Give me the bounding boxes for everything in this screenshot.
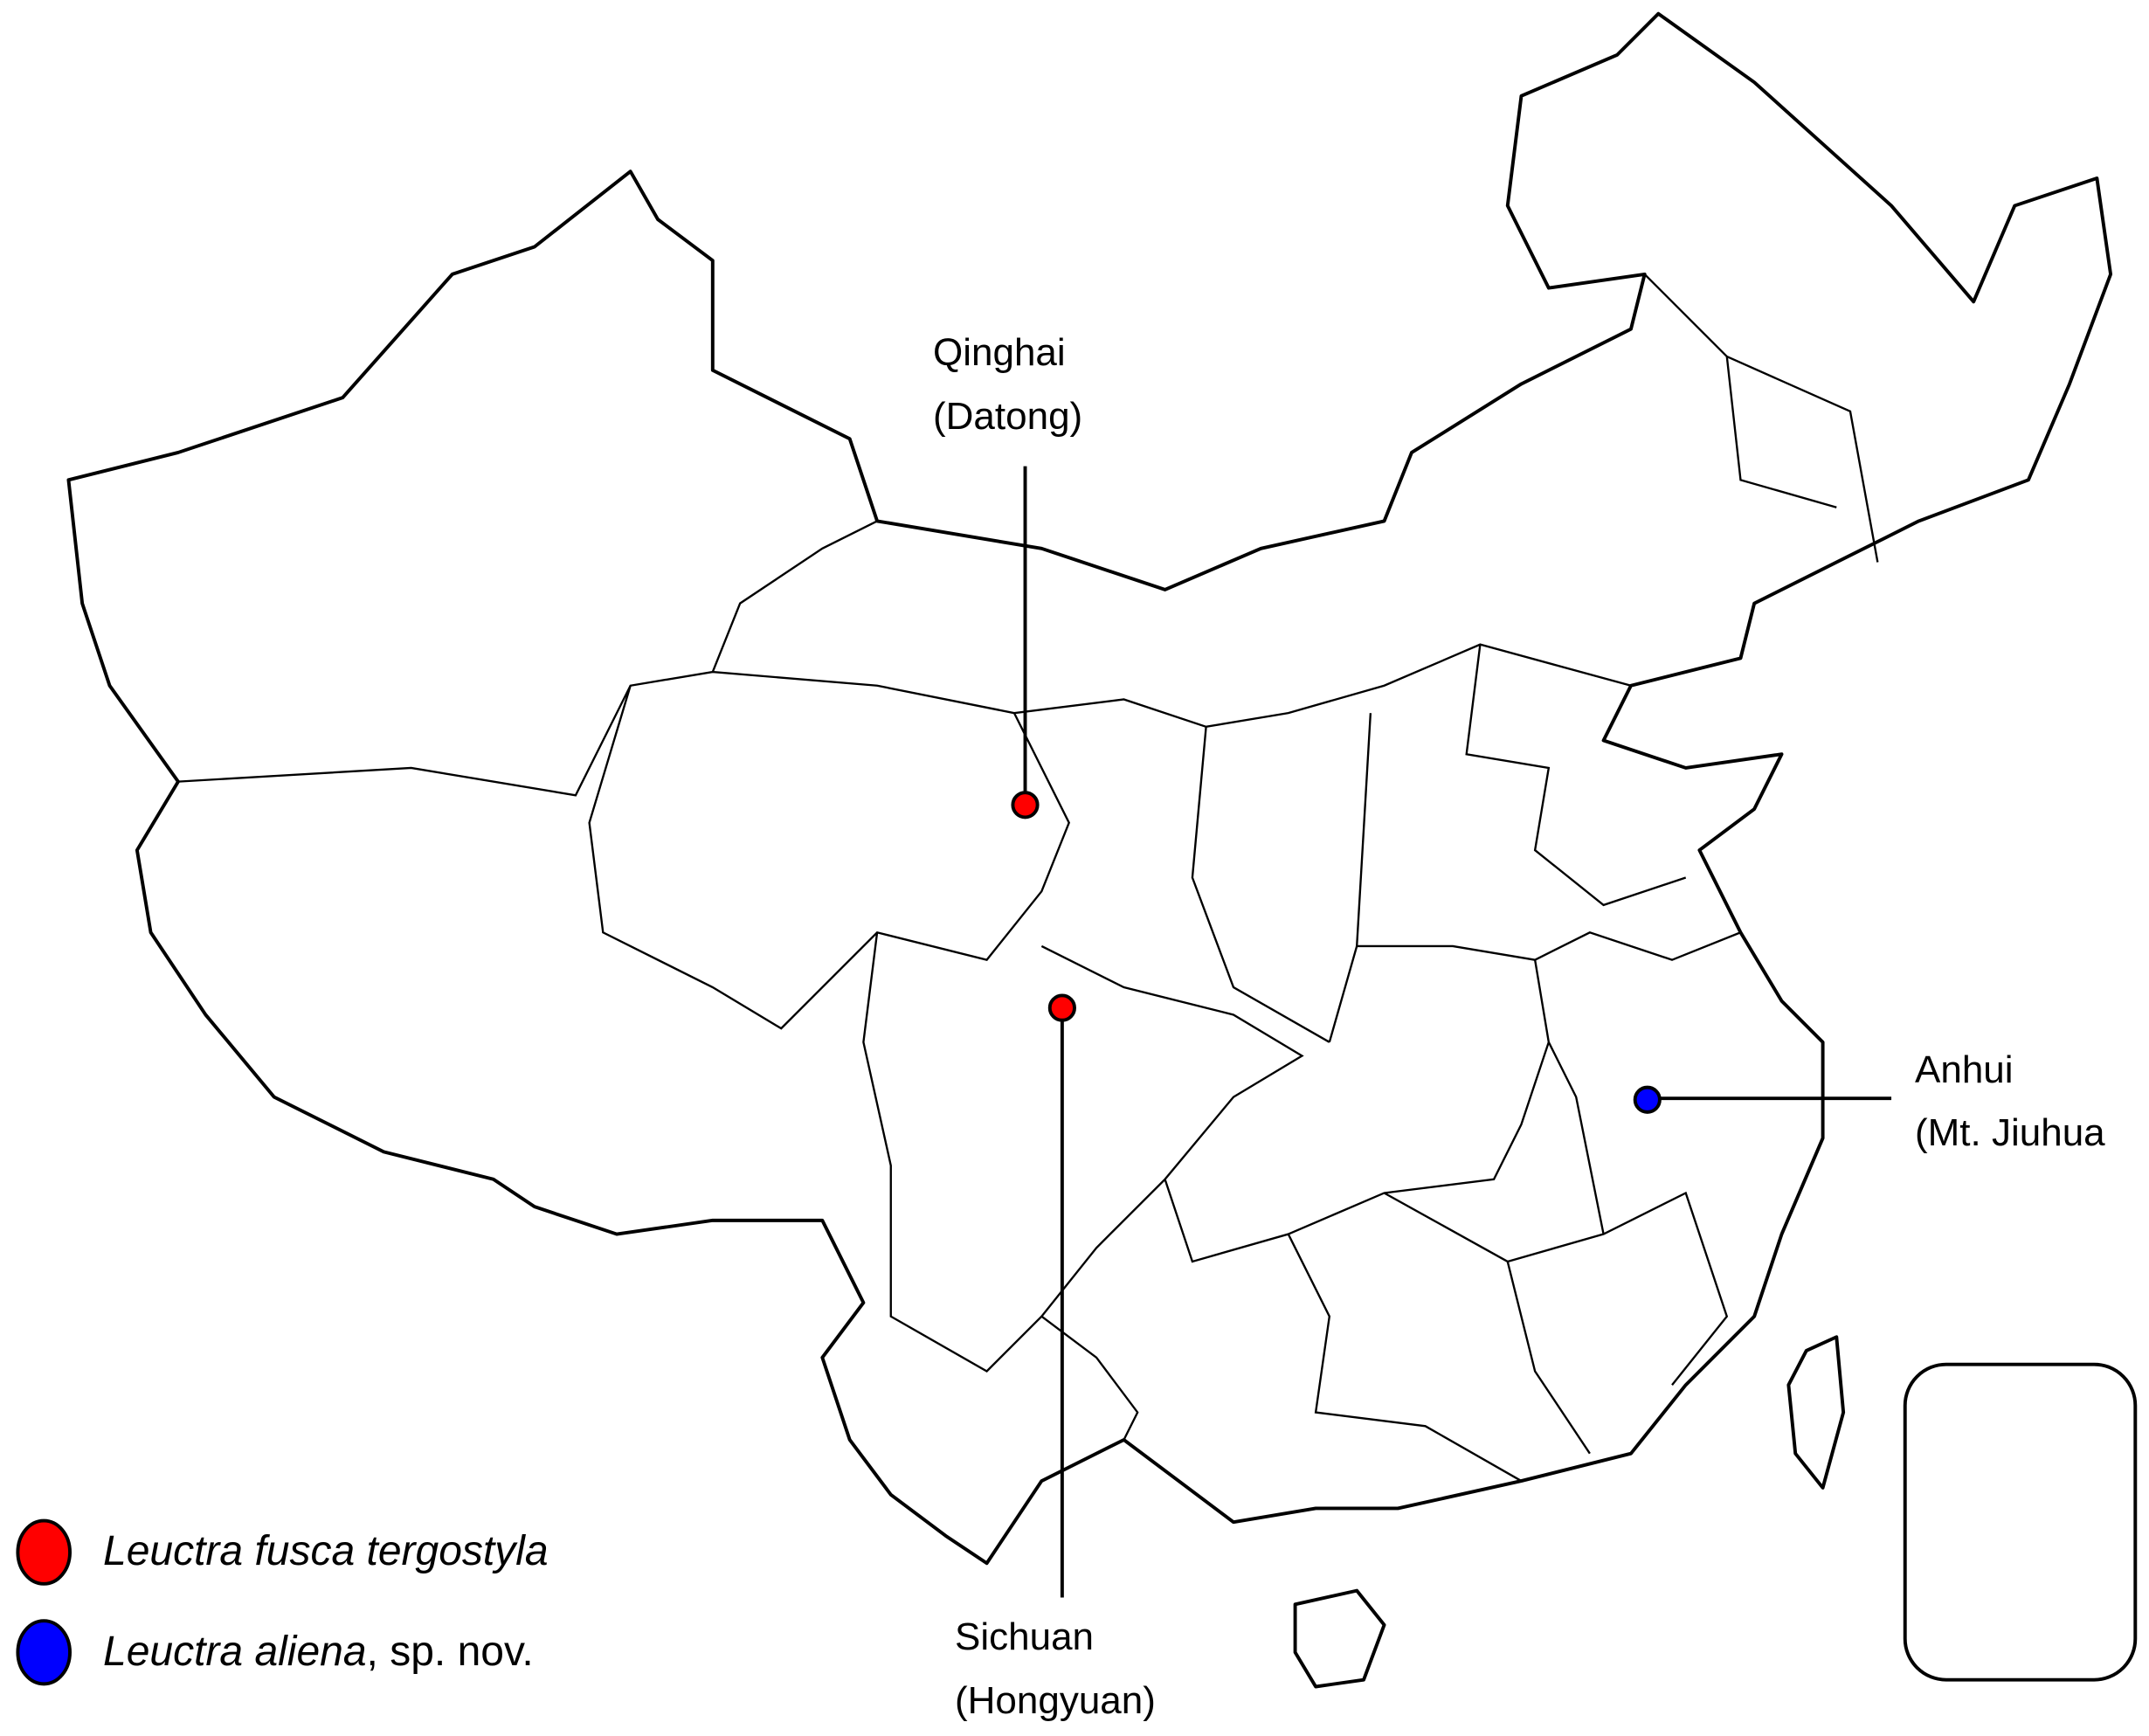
legend-item-aliena: Leuctra aliena, sp. nov. bbox=[103, 1631, 534, 1673]
legend-marker-aliena bbox=[16, 1619, 72, 1686]
label-qinghai-province: Qinghai bbox=[933, 331, 1066, 374]
legend-species-name: Leuctra fusca tergostyla bbox=[103, 1528, 549, 1574]
taiwan-island bbox=[1786, 1335, 1846, 1490]
legend-species-name: Leuctra aliena bbox=[103, 1629, 367, 1675]
locality-marker-sichuan bbox=[1047, 993, 1076, 1022]
legend-suffix: , sp. nov. bbox=[366, 1629, 534, 1675]
locality-marker-anhui bbox=[1633, 1085, 1662, 1114]
label-sichuan-site: (Hongyuan) bbox=[955, 1679, 1156, 1722]
legend-marker-fusca bbox=[16, 1518, 72, 1586]
province-boundaries bbox=[177, 273, 1879, 1483]
south-china-sea-inset bbox=[1903, 1362, 2138, 1682]
locality-marker-qinghai bbox=[1011, 791, 1040, 820]
label-sichuan-province: Sichuan bbox=[955, 1615, 1095, 1658]
label-anhui-province: Anhui bbox=[1915, 1048, 2014, 1091]
hainan-island bbox=[1293, 1588, 1386, 1689]
label-qinghai-site: (Datong) bbox=[933, 395, 1083, 438]
country-outline bbox=[66, 11, 2113, 1566]
legend-item-fusca: Leuctra fusca tergostyla bbox=[103, 1531, 549, 1573]
label-anhui-site: (Mt. Jiuhua bbox=[1915, 1111, 2105, 1154]
